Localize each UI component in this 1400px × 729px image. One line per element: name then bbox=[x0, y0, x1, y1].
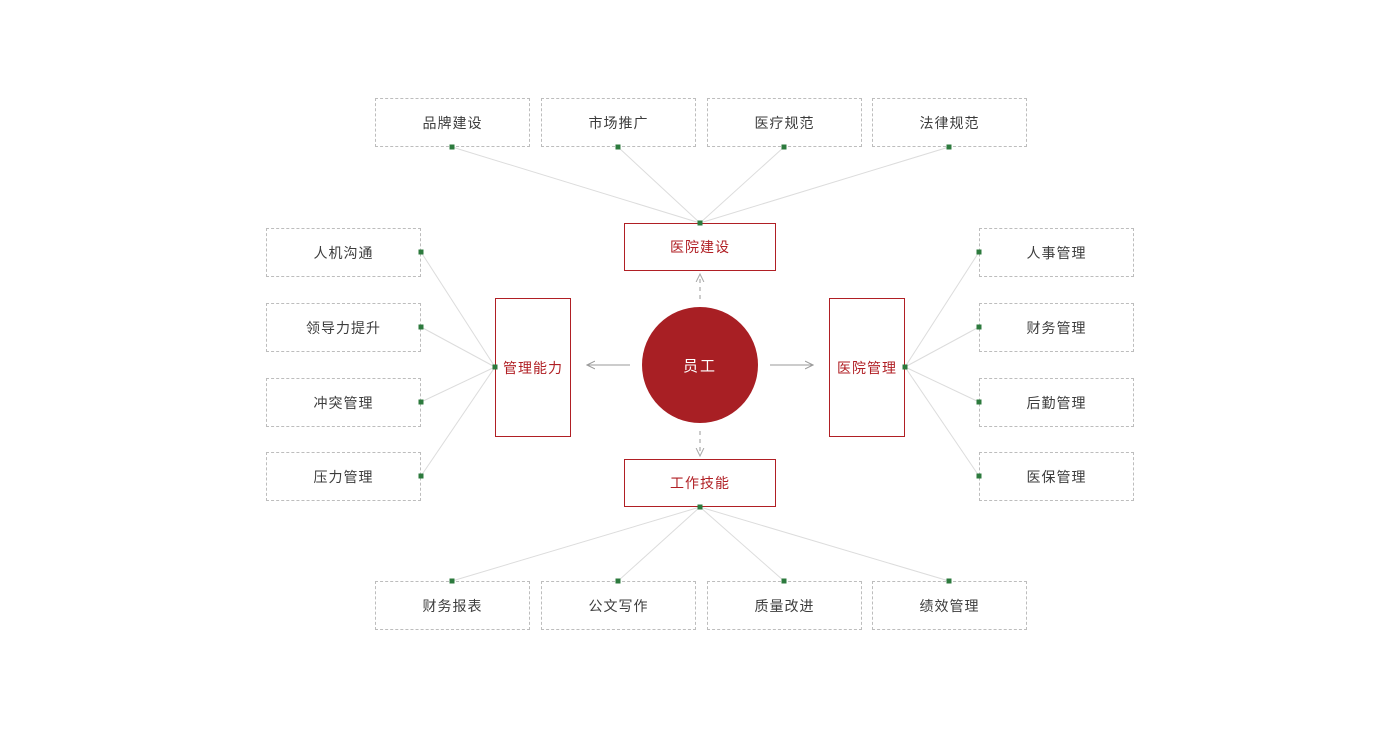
leaf-node-stress-management[interactable]: 压力管理 bbox=[266, 452, 421, 501]
leaf-node-legal-standards[interactable]: 法律规范 bbox=[872, 98, 1027, 147]
branch-node-label: 医院建设 bbox=[670, 240, 730, 256]
connector-dot-stress-management bbox=[418, 473, 424, 479]
connector-dot-logistics-management bbox=[976, 399, 982, 405]
connector-dot-official-writing bbox=[615, 578, 621, 584]
branch-node-hospital-construction[interactable]: 医院建设 bbox=[624, 223, 776, 271]
leaf-node-brand-building[interactable]: 品牌建设 bbox=[375, 98, 530, 147]
connector-dot-market-promotion bbox=[615, 144, 621, 150]
leaf-node-label: 质量改进 bbox=[754, 598, 815, 615]
connector-market-promotion-to-hospital-construction bbox=[617, 146, 701, 224]
leaf-node-quality-improvement[interactable]: 质量改进 bbox=[707, 581, 862, 630]
branch-node-label: 管理能力 bbox=[503, 360, 563, 377]
center-node-label: 员工 bbox=[682, 356, 717, 375]
leaf-node-conflict-management[interactable]: 冲突管理 bbox=[266, 378, 421, 427]
branch-node-work-skills[interactable]: 工作技能 bbox=[624, 459, 776, 507]
leaf-node-label: 医保管理 bbox=[1026, 469, 1087, 486]
connector-dot-financial-reports bbox=[449, 578, 455, 584]
branch-node-label: 医院管理 bbox=[837, 360, 897, 377]
leaf-node-label: 冲突管理 bbox=[313, 395, 374, 412]
leaf-node-logistics-management[interactable]: 后勤管理 bbox=[979, 378, 1134, 427]
connector-dot-medical-standards bbox=[781, 144, 787, 150]
leaf-node-label: 人事管理 bbox=[1026, 245, 1087, 262]
leaf-node-label: 领导力提升 bbox=[306, 320, 381, 337]
branch-node-management-ability[interactable]: 管理能力 bbox=[495, 298, 571, 437]
connector-dot-brand-building bbox=[449, 144, 455, 150]
leaf-node-label: 财务管理 bbox=[1026, 320, 1087, 337]
connector-logistics-management-to-hospital-management bbox=[904, 366, 980, 403]
connector-financial-reports-to-work-skills bbox=[451, 506, 701, 582]
leaf-node-official-writing[interactable]: 公文写作 bbox=[541, 581, 696, 630]
branch-node-hospital-management[interactable]: 医院管理 bbox=[829, 298, 905, 437]
connector-performance-mgmt-to-work-skills bbox=[699, 506, 950, 582]
leaf-node-finance-management[interactable]: 财务管理 bbox=[979, 303, 1134, 352]
connector-dot-conflict-management bbox=[418, 399, 424, 405]
connector-conflict-management-to-management-ability bbox=[420, 366, 496, 403]
connector-dot-hospital-construction bbox=[697, 220, 703, 226]
connector-dot-management-ability bbox=[492, 364, 498, 370]
connector-official-writing-to-work-skills bbox=[617, 506, 701, 582]
leaf-node-label: 法律规范 bbox=[919, 115, 980, 132]
leaf-node-label: 压力管理 bbox=[313, 469, 374, 486]
connector-dot-human-machine-comm bbox=[418, 249, 424, 255]
connector-dot-finance-management bbox=[976, 324, 982, 330]
connector-dot-insurance-management bbox=[976, 473, 982, 479]
leaf-node-label: 财务报表 bbox=[422, 598, 483, 615]
connector-legal-standards-to-hospital-construction bbox=[699, 146, 950, 224]
leaf-node-insurance-management[interactable]: 医保管理 bbox=[979, 452, 1134, 501]
connector-insurance-management-to-hospital-management bbox=[904, 366, 980, 477]
connector-stress-management-to-management-ability bbox=[420, 366, 496, 477]
connector-dot-hospital-management bbox=[902, 364, 908, 370]
leaf-node-performance-mgmt[interactable]: 绩效管理 bbox=[872, 581, 1027, 630]
leaf-node-leadership-improve[interactable]: 领导力提升 bbox=[266, 303, 421, 352]
connector-hr-management-to-hospital-management bbox=[904, 251, 980, 368]
connector-brand-building-to-hospital-construction bbox=[451, 146, 701, 224]
connector-quality-improvement-to-work-skills bbox=[699, 506, 785, 582]
leaf-node-human-machine-comm[interactable]: 人机沟通 bbox=[266, 228, 421, 277]
leaf-node-medical-standards[interactable]: 医疗规范 bbox=[707, 98, 862, 147]
connector-dot-leadership-improve bbox=[418, 324, 424, 330]
leaf-node-label: 医疗规范 bbox=[754, 115, 815, 132]
leaf-node-label: 人机沟通 bbox=[313, 245, 374, 262]
connector-dot-hr-management bbox=[976, 249, 982, 255]
connector-dot-performance-mgmt bbox=[946, 578, 952, 584]
leaf-node-financial-reports[interactable]: 财务报表 bbox=[375, 581, 530, 630]
leaf-node-hr-management[interactable]: 人事管理 bbox=[979, 228, 1134, 277]
center-node-employee[interactable]: 员工 bbox=[642, 307, 758, 423]
leaf-node-label: 品牌建设 bbox=[422, 115, 483, 132]
branch-node-label: 工作技能 bbox=[670, 476, 730, 492]
leaf-node-label: 后勤管理 bbox=[1026, 395, 1087, 412]
connector-dot-work-skills bbox=[697, 504, 703, 510]
leaf-node-label: 公文写作 bbox=[588, 598, 649, 615]
connector-medical-standards-to-hospital-construction bbox=[699, 146, 785, 224]
connector-dot-quality-improvement bbox=[781, 578, 787, 584]
leaf-node-label: 市场推广 bbox=[588, 115, 649, 132]
connector-human-machine-comm-to-management-ability bbox=[420, 251, 496, 368]
connector-leadership-improve-to-management-ability bbox=[420, 326, 496, 368]
leaf-node-market-promotion[interactable]: 市场推广 bbox=[541, 98, 696, 147]
leaf-node-label: 绩效管理 bbox=[919, 598, 980, 615]
connector-dot-legal-standards bbox=[946, 144, 952, 150]
connector-finance-management-to-hospital-management bbox=[904, 326, 980, 368]
